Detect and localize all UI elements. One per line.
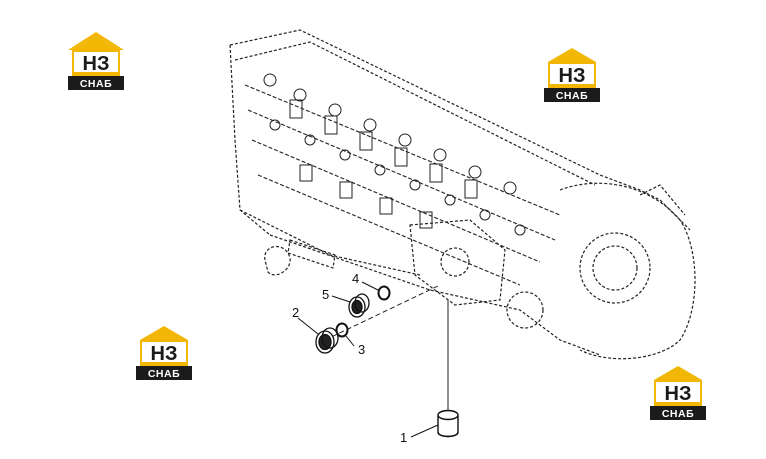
watermark-logo: НЗ СНАБ — [64, 28, 128, 92]
part-4-oring — [377, 285, 391, 301]
svg-text:СНАБ: СНАБ — [80, 78, 112, 90]
callout-leaders — [297, 281, 439, 438]
svg-text:СНАБ: СНАБ — [148, 368, 180, 380]
svg-text:НЗ: НЗ — [665, 383, 692, 405]
valve-mechanism-drawing — [244, 73, 561, 410]
svg-text:НЗ: НЗ — [559, 65, 586, 87]
watermark-logo: НЗ СНАБ — [540, 40, 604, 104]
part-2-plug — [315, 327, 339, 354]
callout-3: 3 — [358, 342, 365, 357]
house-logo-icon: НЗ СНАБ — [68, 32, 124, 90]
callout-5: 5 — [322, 287, 329, 302]
engine-block-drawing — [229, 29, 696, 360]
svg-text:НЗ: НЗ — [151, 343, 178, 365]
part-3-oring — [335, 322, 349, 338]
house-logo-icon: НЗ СНАБ — [136, 326, 192, 380]
watermark-logo: НЗ СНАБ — [132, 318, 196, 382]
callout-4: 4 — [352, 271, 359, 286]
callout-1: 1 — [400, 430, 407, 445]
part-5-plug — [348, 293, 370, 318]
svg-text:НЗ: НЗ — [83, 53, 110, 75]
house-logo-icon: НЗ СНАБ — [650, 366, 706, 420]
svg-text:СНАБ: СНАБ — [662, 408, 694, 420]
svg-text:СНАБ: СНАБ — [556, 90, 588, 102]
watermark-logo: НЗ СНАБ — [646, 358, 710, 422]
part-1-cap — [437, 409, 459, 438]
callout-2: 2 — [292, 305, 299, 320]
house-logo-icon: НЗ СНАБ — [544, 48, 600, 102]
